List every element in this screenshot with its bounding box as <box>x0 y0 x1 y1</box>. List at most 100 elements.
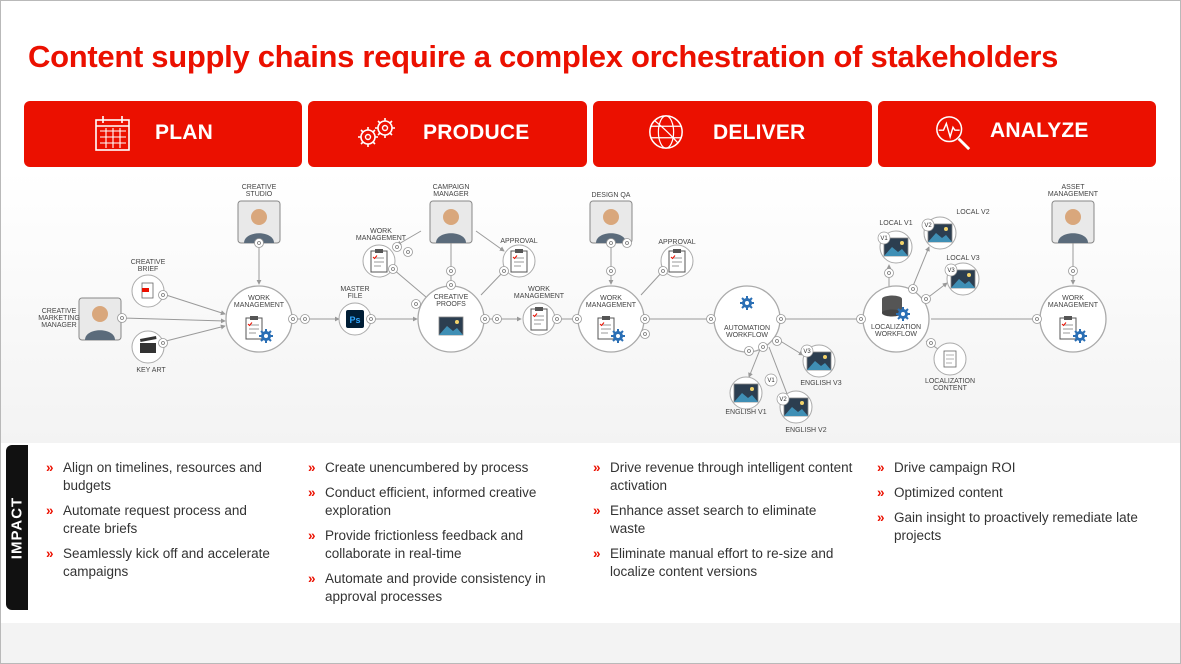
svg-text:LOCAL V1: LOCAL V1 <box>879 220 912 227</box>
svg-text:V2: V2 <box>779 397 787 403</box>
node-labels: CREATIVE MARKETING MANAGER CREATIVE BRIE… <box>38 184 1099 434</box>
calendar-icon <box>95 116 130 151</box>
svg-text:KEY ART: KEY ART <box>136 367 166 374</box>
svg-text:WORK: WORK <box>248 295 270 302</box>
avatar-asset-management <box>1051 200 1095 244</box>
impact-item: »Automate and provide consistency in app… <box>308 571 546 604</box>
node-automation-workflow <box>713 285 781 353</box>
stage-label: PLAN <box>155 121 213 144</box>
svg-text:FILE: FILE <box>348 293 363 300</box>
tag-v2-local: V2 <box>921 218 935 232</box>
node-work-management-small <box>362 244 396 278</box>
node-localization-content <box>933 342 967 376</box>
impact-item: »Drive campaign ROI <box>877 460 1016 475</box>
svg-text:V3: V3 <box>947 268 955 274</box>
svg-text:WORK: WORK <box>1062 295 1084 302</box>
impact-item: »Optimized content <box>877 485 1003 500</box>
globe-icon <box>649 115 683 149</box>
svg-text:APPROVAL: APPROVAL <box>500 238 537 245</box>
svg-text:CREATIVE: CREATIVE <box>434 294 469 301</box>
svg-text:WORK: WORK <box>600 295 622 302</box>
svg-text:CREATIVE: CREATIVE <box>42 308 77 315</box>
svg-text:ASSET: ASSET <box>1062 184 1086 191</box>
node-work-management-small-2 <box>522 302 556 336</box>
impact-item: »Automate request process and create bri… <box>46 503 247 536</box>
impact-item: »Provide frictionless feedback and colla… <box>308 528 524 561</box>
stage-label: DELIVER <box>713 121 806 144</box>
svg-text:WORK: WORK <box>528 286 550 293</box>
svg-text:MANAGEMENT: MANAGEMENT <box>234 302 285 309</box>
svg-text:MANAGEMENT: MANAGEMENT <box>356 235 407 242</box>
impact-item: »Drive revenue through intelligent conte… <box>593 460 853 493</box>
node-master-file: Ps <box>338 302 372 336</box>
svg-text:V3: V3 <box>803 349 811 355</box>
workflow-diagram: Ps <box>1 171 1180 443</box>
svg-text:V2: V2 <box>924 223 932 229</box>
svg-text:MASTER: MASTER <box>340 286 369 293</box>
svg-text:AUTOMATION: AUTOMATION <box>724 325 770 332</box>
svg-text:DESIGN QA: DESIGN QA <box>592 192 631 199</box>
node-key-art <box>131 330 165 364</box>
avatar-campaign-manager <box>429 200 473 244</box>
node-approval-1 <box>502 244 536 278</box>
svg-text:WORKFLOW: WORKFLOW <box>726 332 768 339</box>
impact-column-analyze: »Drive campaign ROI »Optimized content »… <box>877 459 1152 552</box>
tag-v3-local: V3 <box>944 263 958 277</box>
avatar-design-qa <box>589 200 633 244</box>
stage-analyze: ANALYZE <box>878 101 1156 167</box>
svg-text:CREATIVE: CREATIVE <box>131 259 166 266</box>
svg-text:MANAGEMENT: MANAGEMENT <box>586 302 637 309</box>
svg-text:V1: V1 <box>767 378 775 384</box>
page-title: Content supply chains require a complex … <box>28 39 1059 74</box>
svg-text:CREATIVE: CREATIVE <box>242 184 277 191</box>
gears-icon <box>358 118 395 147</box>
svg-text:APPROVAL: APPROVAL <box>658 239 695 246</box>
svg-text:Ps: Ps <box>349 315 360 325</box>
impact-section <box>1 445 1180 611</box>
footer-band <box>1 623 1180 663</box>
svg-text:CAMPAIGN: CAMPAIGN <box>433 184 470 191</box>
svg-text:WORK: WORK <box>370 228 392 235</box>
svg-text:WORKFLOW: WORKFLOW <box>875 331 917 338</box>
svg-text:LOCAL V2: LOCAL V2 <box>956 209 989 216</box>
svg-text:ENGLISH V3: ENGLISH V3 <box>800 380 841 387</box>
svg-text:V1: V1 <box>880 236 888 242</box>
node-creative-brief <box>131 274 165 308</box>
stage-label: PRODUCE <box>423 121 530 144</box>
svg-text:MANAGER: MANAGER <box>433 191 468 198</box>
tag-v1-local: V1 <box>877 231 891 245</box>
svg-text:ENGLISH V1: ENGLISH V1 <box>725 409 766 416</box>
svg-text:LOCALIZATION: LOCALIZATION <box>871 324 921 331</box>
impact-column-plan: »Align on timelines, resources and budge… <box>46 459 276 588</box>
node-english-v1 <box>729 376 763 410</box>
svg-text:LOCAL V3: LOCAL V3 <box>946 255 979 262</box>
svg-text:ENGLISH V2: ENGLISH V2 <box>785 427 826 434</box>
impact-item: »Align on timelines, resources and budge… <box>46 460 262 493</box>
svg-text:MANAGEMENT: MANAGEMENT <box>1048 191 1099 198</box>
stage-label: ANALYZE <box>990 119 1089 142</box>
svg-text:STUDIO: STUDIO <box>246 191 273 198</box>
node-localization-workflow <box>862 285 930 353</box>
svg-text:MANAGEMENT: MANAGEMENT <box>514 293 565 300</box>
impact-item: »Gain insight to proactively remediate l… <box>877 510 1138 543</box>
stage-deliver: DELIVER <box>593 101 872 167</box>
svg-text:LOCALIZATION: LOCALIZATION <box>925 378 975 385</box>
impact-item: »Seamlessly kick off and accelerate camp… <box>46 546 270 579</box>
impact-tab: IMPACT <box>6 445 28 610</box>
svg-text:BRIEF: BRIEF <box>138 266 159 273</box>
stage-produce: PRODUCE <box>308 101 587 167</box>
impact-column-produce: »Create unencumbered by process »Conduct… <box>308 459 563 613</box>
svg-text:MARKETING: MARKETING <box>38 315 80 322</box>
svg-text:CONTENT: CONTENT <box>933 385 968 392</box>
avatar-creative-marketing-manager <box>78 297 122 341</box>
impact-label: IMPACT <box>8 496 26 560</box>
impact-item: »Eliminate manual effort to re-size and … <box>593 546 834 579</box>
avatar-creative-studio <box>237 200 281 244</box>
analytics-magnifier-icon <box>936 116 971 151</box>
diagram-edges <box>120 230 1076 400</box>
impact-column-deliver: »Drive revenue through intelligent conte… <box>593 459 855 588</box>
tag-v2-english: V2 <box>776 392 790 406</box>
svg-text:MANAGER: MANAGER <box>41 322 76 329</box>
svg-text:PROOFS: PROOFS <box>436 301 466 308</box>
